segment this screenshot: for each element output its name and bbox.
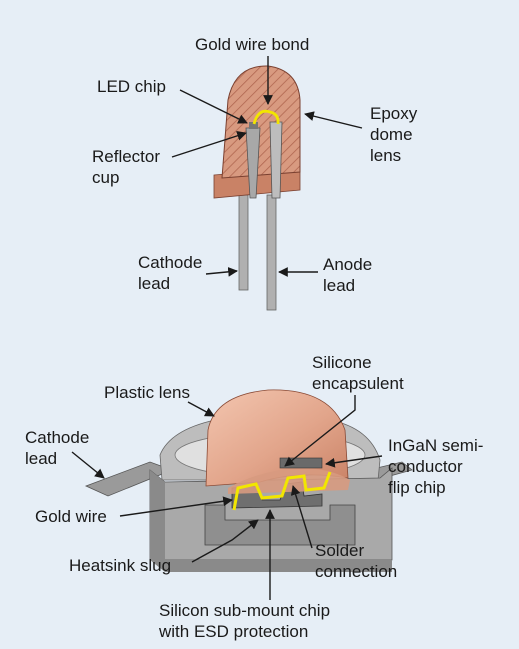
epoxy-dome-lens (222, 66, 300, 178)
label-epoxy-line3: lens (370, 146, 401, 165)
label-submount-line1: Silicon sub-mount chip (159, 601, 330, 620)
label-led-chip: LED chip (97, 77, 166, 96)
label-anode-lead-line2: lead (323, 276, 355, 295)
leader-cathode-lead (206, 271, 237, 274)
label-silicone-line2: encapsulent (312, 374, 404, 393)
label-ingan-line2: conductor (388, 457, 463, 476)
label-silicone-line1: Silicone (312, 353, 372, 372)
label-plastic-lens: Plastic lens (104, 383, 190, 402)
label-solder-line1: Solder (315, 541, 364, 560)
label-cathode-line2: lead (25, 449, 57, 468)
label-cathode-line1: Cathode (25, 428, 89, 447)
label-cathode-lead-line1: Cathode (138, 253, 202, 272)
leader-cathode (72, 452, 104, 478)
cathode-lead (239, 195, 248, 290)
label-reflector-cup-line1: Reflector (92, 147, 160, 166)
label-ingan-line3: flip chip (388, 478, 446, 497)
label-ingan-line1: InGaN semi- (388, 436, 483, 455)
ingan-flip-chip (280, 458, 322, 468)
leader-plastic-lens (188, 402, 214, 416)
leader-epoxy (305, 114, 362, 128)
label-solder-line2: connection (315, 562, 397, 581)
label-epoxy-line2: dome (370, 125, 413, 144)
label-cathode-lead-line2: lead (138, 274, 170, 293)
label-anode-lead-line1: Anode (323, 255, 372, 274)
anode-lead (267, 195, 276, 310)
label-submount-line2: with ESD protection (158, 622, 308, 641)
label-heatsink: Heatsink slug (69, 556, 171, 575)
label-epoxy-line1: Epoxy (370, 104, 418, 123)
label-gold-wire: Gold wire (35, 507, 107, 526)
label-reflector-cup-line2: cup (92, 168, 119, 187)
label-gold-wire-bond: Gold wire bond (195, 35, 309, 54)
top-led-illustration (214, 66, 300, 310)
anode-post (270, 122, 282, 198)
